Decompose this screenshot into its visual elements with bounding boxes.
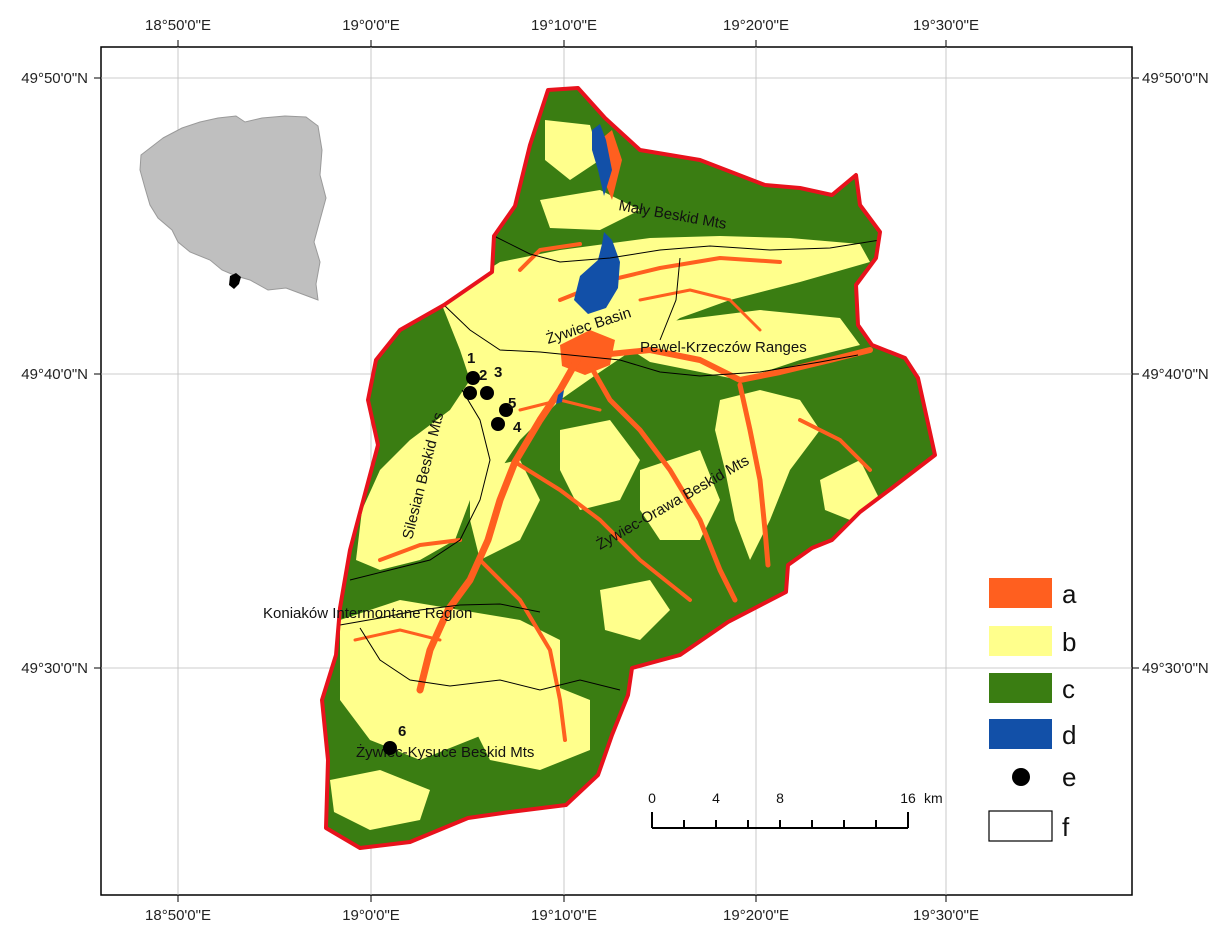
legend-label-b: b	[1062, 627, 1076, 657]
lon-label-bottom-3: 19°10'0"E	[531, 907, 597, 924]
legend-swatch-e	[1012, 768, 1030, 786]
class-a-valleys	[353, 242, 873, 742]
lat-label-right-1: 49°50'0"N	[1142, 70, 1209, 87]
lat-label-left-3: 49°30'0"N	[21, 660, 88, 677]
legend-swatch-b	[989, 626, 1052, 656]
poland-outline	[139, 115, 327, 301]
scale-tick-0: 0	[648, 790, 656, 806]
site-label-6: 6	[398, 723, 406, 740]
site-label-5: 5	[508, 395, 516, 412]
legend-label-a: a	[1062, 579, 1077, 609]
region-label-zywiec-kysuce: Żywiec-Kysuce Beskid Mts	[356, 743, 534, 761]
lon-label-bottom-1: 18°50'0"E	[145, 907, 211, 924]
legend-label-f: f	[1062, 812, 1070, 842]
legend-label-d: d	[1062, 720, 1076, 750]
lat-label-right-2: 49°40'0"N	[1142, 366, 1209, 383]
site-label-1: 1	[467, 350, 475, 367]
site-marker-1	[466, 371, 480, 385]
lat-label-left-1: 49°50'0"N	[21, 70, 88, 87]
lat-label-left-2: 49°40'0"N	[21, 366, 88, 383]
legend-swatch-d	[989, 719, 1052, 749]
scale-unit: km	[924, 790, 943, 806]
legend-swatch-f	[988, 810, 1053, 842]
lon-label-top-3: 19°10'0"E	[531, 17, 597, 34]
site-marker-6	[383, 741, 397, 755]
legend-label-e: e	[1062, 762, 1076, 792]
scale-tick-4: 4	[712, 790, 720, 806]
lon-label-top-5: 19°30'0"E	[913, 17, 979, 34]
legend-swatch-a	[989, 578, 1052, 608]
study-area-boundary	[320, 86, 937, 850]
lon-label-bottom-2: 19°0'0"E	[342, 907, 400, 924]
lon-label-top-1: 18°50'0"E	[145, 17, 211, 34]
legend-swatch-c	[989, 673, 1052, 703]
study-area	[320, 86, 937, 850]
frame-ticks	[94, 40, 1139, 902]
site-label-2: 2	[479, 367, 487, 384]
legend-label-c: c	[1062, 674, 1075, 704]
sites: 1 2 3 4 5 6	[383, 350, 522, 755]
lon-label-top-2: 19°0'0"E	[342, 17, 400, 34]
site-marker-3	[480, 386, 494, 400]
class-d-areas	[556, 124, 620, 404]
scale-tick-8: 8	[776, 790, 784, 806]
lon-label-top-4: 19°20'0"E	[723, 17, 789, 34]
poland-inset	[139, 115, 327, 301]
scale-tick-16: 16	[900, 790, 916, 806]
inset-study-area-marker	[229, 273, 241, 289]
site-marker-5	[499, 403, 513, 417]
site-label-4: 4	[513, 419, 522, 436]
site-marker-4	[491, 417, 505, 431]
region-label-koniakow: Koniaków Intermontane Region	[263, 605, 472, 622]
lat-label-right-3: 49°30'0"N	[1142, 660, 1209, 677]
class-b-areas	[330, 120, 880, 830]
subunit-boundaries	[339, 235, 881, 691]
legend: a b c d e f	[988, 578, 1077, 842]
site-label-3: 3	[494, 364, 502, 381]
region-label-pewel-krzeczow: Pewel-Krzeczów Ranges	[640, 339, 807, 356]
site-marker-2	[463, 386, 477, 400]
lon-label-bottom-5: 19°30'0"E	[913, 907, 979, 924]
lon-label-bottom-4: 19°20'0"E	[723, 907, 789, 924]
scale-bar: 0 4 8 16 km	[648, 790, 943, 829]
